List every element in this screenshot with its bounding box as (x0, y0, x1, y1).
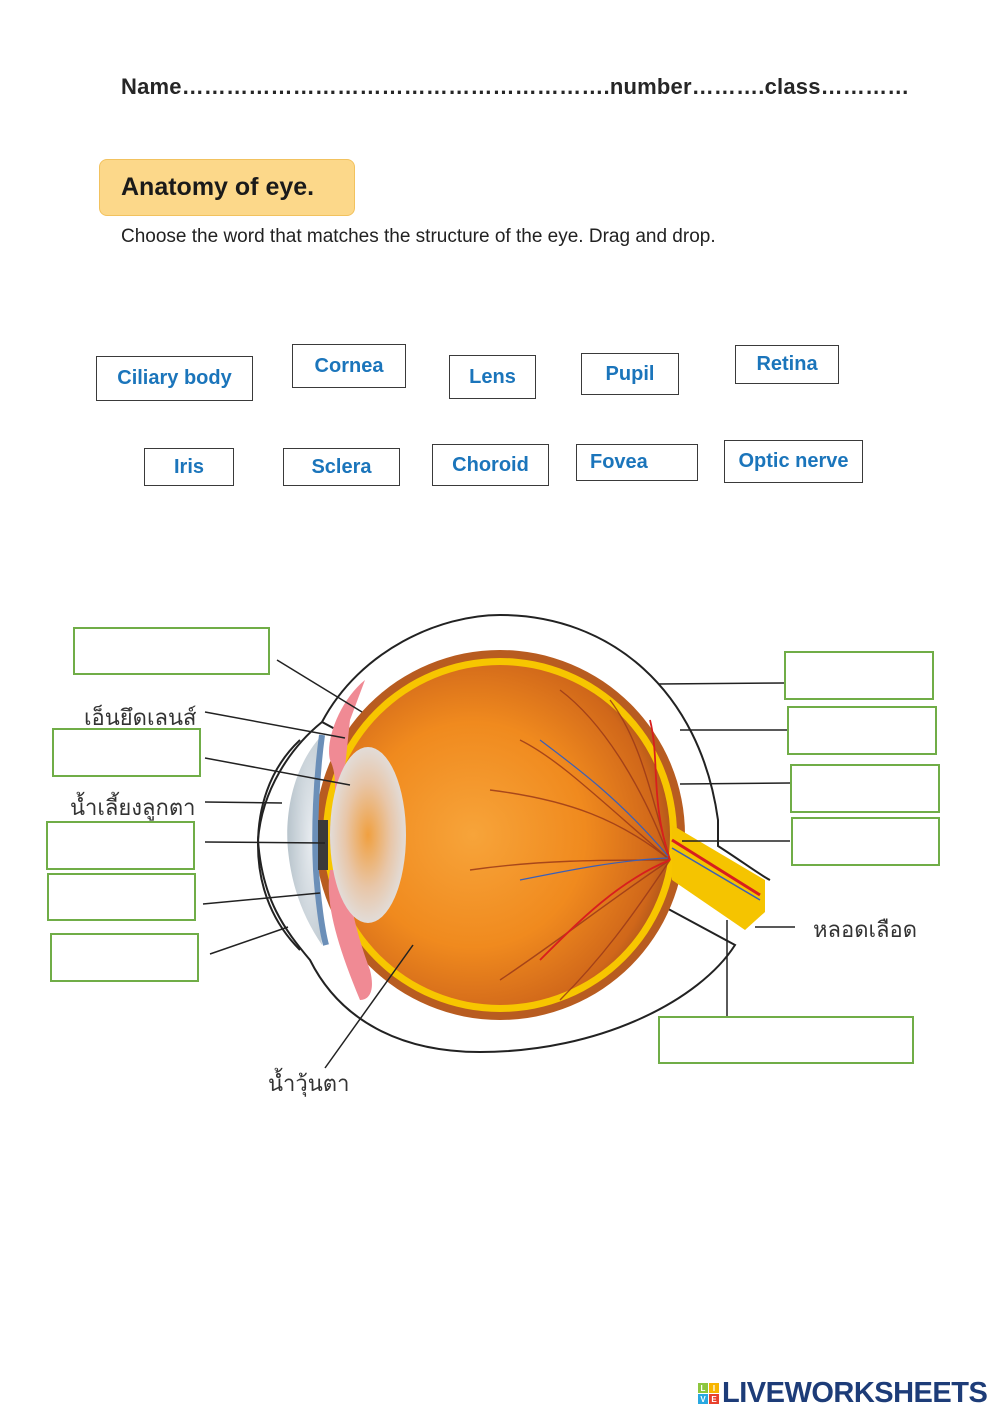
drop-zone-left-4[interactable] (47, 873, 196, 921)
drop-zone-right-4[interactable] (791, 817, 940, 866)
drop-zone-bottom-1[interactable] (658, 1016, 914, 1064)
label-vitreous-humor: น้ำวุ้นตา (268, 1072, 350, 1097)
logo-text: LIVEWORKSHEETS (722, 1377, 988, 1409)
word-choroid[interactable]: Choroid (432, 444, 549, 486)
liveworksheets-logo: L I V E LIVEWORKSHEETS (698, 1377, 988, 1410)
label-aqueous-humor: น้ำเลี้ยงลูกตา (70, 796, 196, 821)
word-sclera[interactable]: Sclera (283, 448, 400, 486)
eye-diagram (202, 613, 795, 1069)
drop-zone-left-2[interactable] (52, 728, 201, 777)
word-retina[interactable]: Retina (735, 345, 839, 384)
drop-zone-left-5[interactable] (50, 933, 199, 982)
word-pupil[interactable]: Pupil (581, 353, 679, 395)
drop-zone-right-1[interactable] (784, 651, 934, 700)
name-number-class-line: Name………………………………………………….number……….class…… (121, 74, 910, 99)
drop-zone-left-3[interactable] (46, 821, 195, 870)
word-lens[interactable]: Lens (449, 355, 536, 399)
word-fovea[interactable]: Fovea (576, 444, 698, 481)
word-optic-nerve[interactable]: Optic nerve (724, 440, 863, 483)
worksheet-title: Anatomy of eye. (121, 173, 315, 201)
label-suspensory-ligament: เอ็นยึดเลนส์ (84, 706, 197, 731)
title-box (99, 159, 355, 216)
label-blood-vessel: หลอดเลือด (813, 918, 917, 943)
word-ciliary-body[interactable]: Ciliary body (96, 356, 253, 401)
drop-zone-right-2[interactable] (787, 706, 937, 755)
word-cornea[interactable]: Cornea (292, 344, 406, 388)
word-iris[interactable]: Iris (144, 448, 234, 486)
drop-zone-right-3[interactable] (790, 764, 940, 813)
instructions: Choose the word that matches the structu… (121, 226, 716, 247)
drop-zone-left-1[interactable] (73, 627, 270, 675)
logo-icon: L I V E (698, 1383, 719, 1404)
